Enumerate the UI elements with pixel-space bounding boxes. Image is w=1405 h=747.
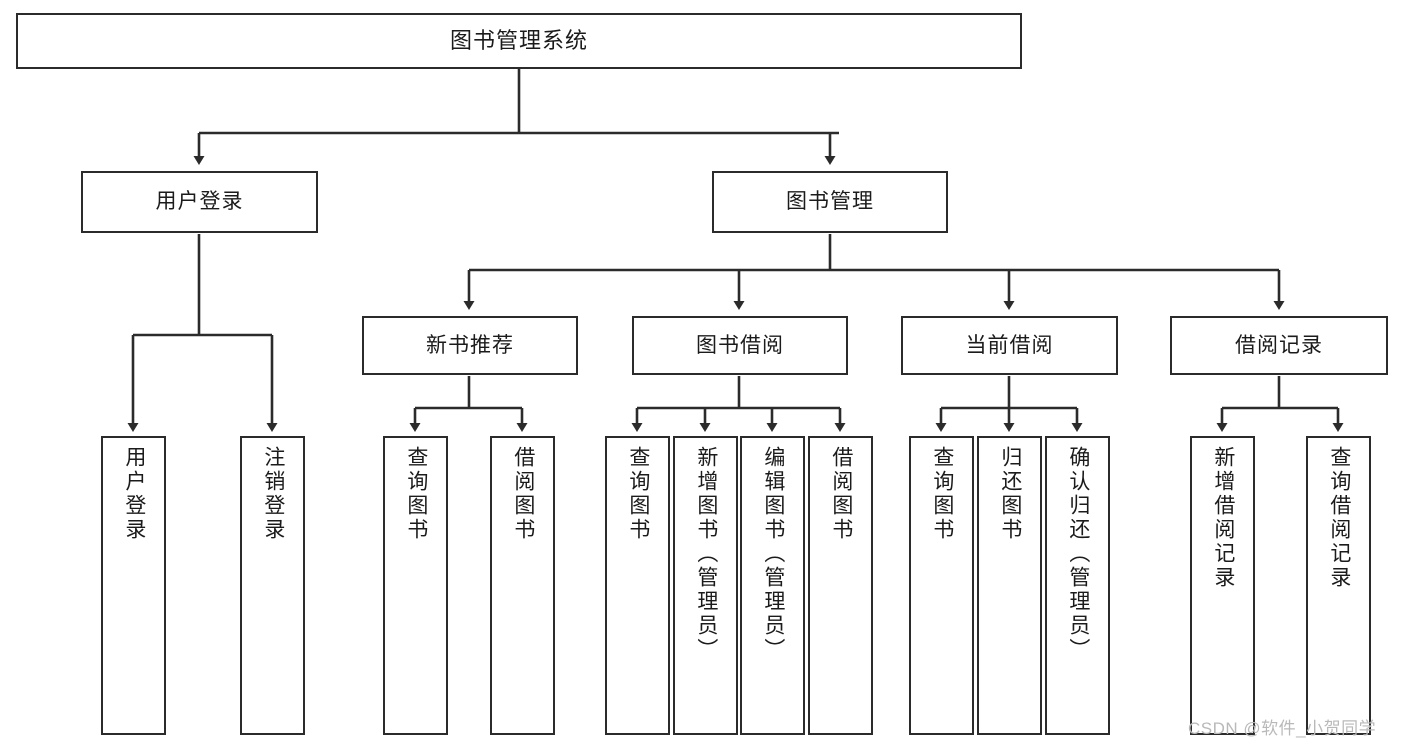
node-current-borrow[interactable]: 当前借阅 (901, 316, 1118, 375)
node-leaf-rec-borrow-label: 借阅图书 (511, 446, 535, 542)
node-leaf-bb-edit[interactable]: 编辑图书（管理员） (740, 436, 805, 735)
node-leaf-bb-query[interactable]: 查询图书 (605, 436, 670, 735)
node-leaf-rec-query[interactable]: 查询图书 (383, 436, 448, 735)
node-leaf-rec-borrow[interactable]: 借阅图书 (490, 436, 555, 735)
node-book-borrow[interactable]: 图书借阅 (632, 316, 848, 375)
node-leaf-cb-return[interactable]: 归还图书 (977, 436, 1042, 735)
node-book-borrow-label: 图书借阅 (696, 333, 784, 357)
node-leaf-bb-borrow-label: 借阅图书 (829, 446, 853, 542)
node-new-book-rec-label: 新书推荐 (426, 333, 514, 357)
node-leaf-logout-label: 注销登录 (261, 446, 285, 542)
node-leaf-bb-add-label: 新增图书（管理员） (694, 446, 718, 662)
node-leaf-br-query[interactable]: 查询借阅记录 (1306, 436, 1371, 735)
node-leaf-rec-query-label: 查询图书 (404, 446, 428, 542)
node-current-borrow-label: 当前借阅 (965, 333, 1054, 357)
node-leaf-user-login-label: 用户登录 (122, 446, 146, 542)
node-user-login[interactable]: 用户登录 (81, 171, 318, 233)
node-leaf-br-add-label: 新增借阅记录 (1211, 446, 1235, 590)
node-leaf-bb-edit-label: 编辑图书（管理员） (761, 446, 785, 662)
node-borrow-record-label: 借阅记录 (1235, 333, 1323, 357)
node-leaf-cb-confirm[interactable]: 确认归还（管理员） (1045, 436, 1110, 735)
node-leaf-bb-query-label: 查询图书 (626, 446, 650, 542)
node-leaf-br-add[interactable]: 新增借阅记录 (1190, 436, 1255, 735)
node-new-book-rec[interactable]: 新书推荐 (362, 316, 578, 375)
node-user-login-label: 用户登录 (155, 190, 244, 214)
node-leaf-cb-return-label: 归还图书 (998, 446, 1022, 542)
node-book-manage-label: 图书管理 (786, 190, 874, 214)
node-leaf-user-login[interactable]: 用户登录 (101, 436, 166, 735)
node-root-label: 图书管理系统 (449, 27, 588, 53)
node-book-manage[interactable]: 图书管理 (712, 171, 948, 233)
node-leaf-br-query-label: 查询借阅记录 (1327, 446, 1351, 590)
node-leaf-cb-query-label: 查询图书 (930, 446, 954, 542)
watermark-text: CSDN @软件_小贺同学 (1188, 719, 1377, 738)
node-leaf-bb-borrow[interactable]: 借阅图书 (808, 436, 873, 735)
node-borrow-record[interactable]: 借阅记录 (1170, 316, 1388, 375)
node-leaf-bb-add[interactable]: 新增图书（管理员） (673, 436, 738, 735)
node-leaf-cb-query[interactable]: 查询图书 (909, 436, 974, 735)
node-leaf-cb-confirm-label: 确认归还（管理员） (1066, 446, 1090, 662)
node-root[interactable]: 图书管理系统 (16, 13, 1022, 69)
node-leaf-logout[interactable]: 注销登录 (240, 436, 305, 735)
